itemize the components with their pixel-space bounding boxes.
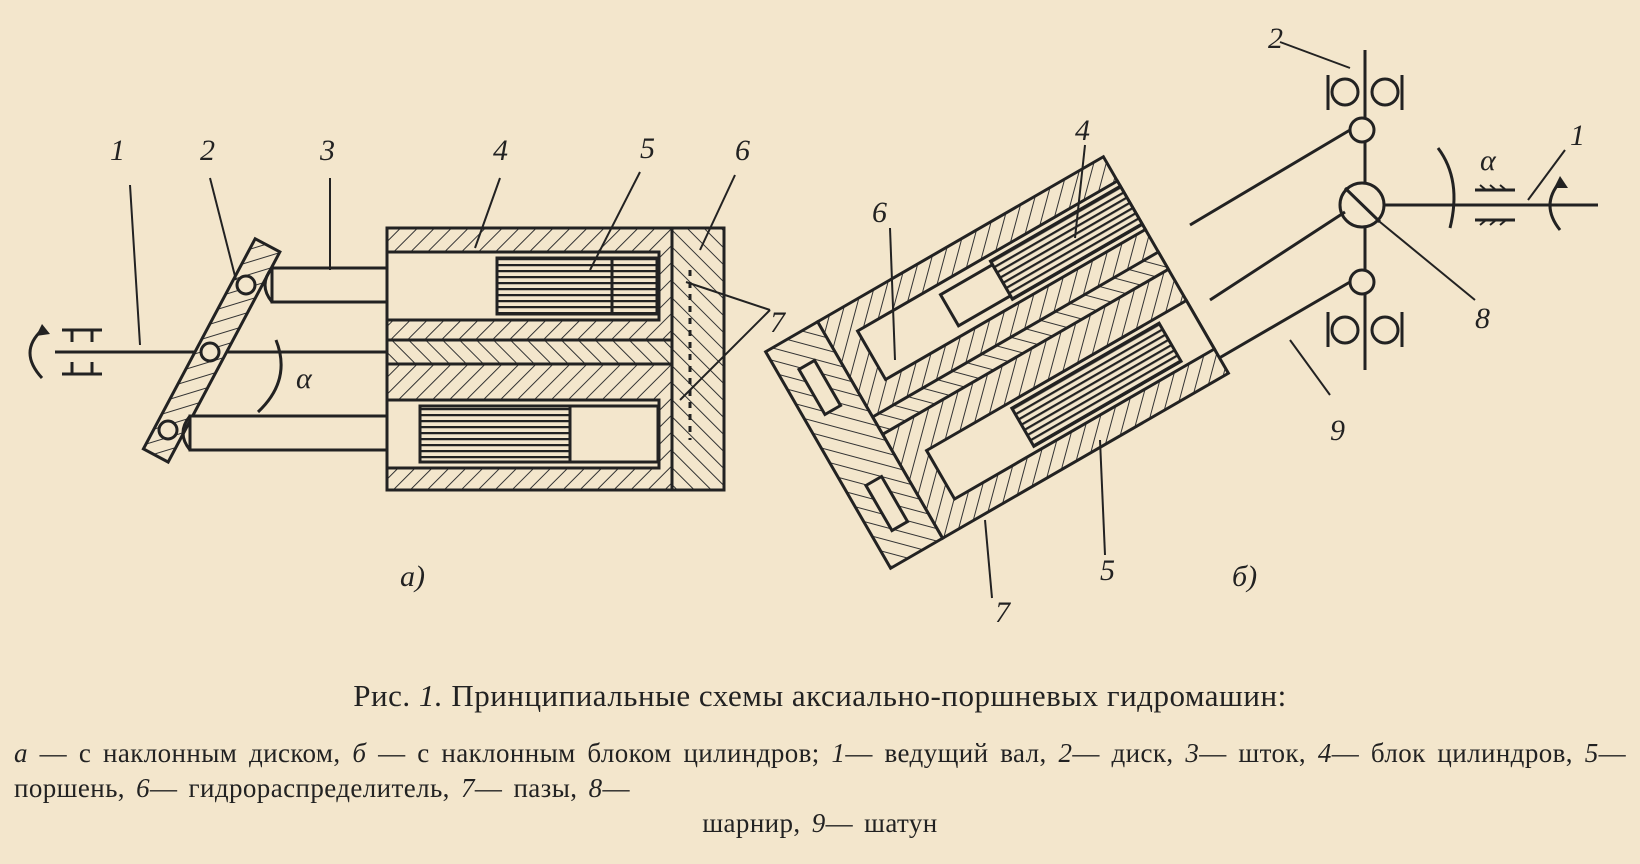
legend-key-4: 4 xyxy=(1317,738,1332,768)
callout-b-1: 1 xyxy=(1570,119,1585,152)
legend-text-2: — диск, xyxy=(1072,738,1186,768)
caption-number: 1. xyxy=(418,678,444,713)
legend-last-line: шарнир, 9— шатун xyxy=(14,806,1626,841)
alpha-a: α xyxy=(296,362,313,395)
legend-text-1: — ведущий вал, xyxy=(845,738,1059,768)
caption-title: Принципиальные схемы аксиально-поршневых… xyxy=(451,678,1287,713)
diagram-a xyxy=(28,171,771,492)
legend-text-3: — шток, xyxy=(1199,738,1318,768)
label-a: а) xyxy=(400,560,425,593)
rotation-arrow-a xyxy=(28,328,44,380)
legend-key-8: 8 xyxy=(588,773,603,803)
figure-legend: а — с наклонным диском, б — с наклонным … xyxy=(14,736,1626,841)
legend-key-b: б xyxy=(352,738,367,768)
bearings-top xyxy=(1326,75,1404,110)
caption-prefix: Рис. xyxy=(353,678,411,713)
legend-key-3: 3 xyxy=(1185,738,1200,768)
callout-b-6: 6 xyxy=(872,196,887,229)
legend-key-2: 2 xyxy=(1058,738,1073,768)
bearings-bottom xyxy=(1326,312,1404,347)
legend-text-8b: шарнир, xyxy=(702,808,812,838)
figure-caption: Рис. 1. Принципиальные схемы аксиально-п… xyxy=(0,678,1640,714)
callout-b-8: 8 xyxy=(1475,302,1490,335)
legend-key-5: 5 xyxy=(1584,738,1599,768)
legend-text-4: — блок цилиндров, xyxy=(1331,738,1585,768)
alpha-b: α xyxy=(1480,144,1497,177)
callout-a-7: 7 xyxy=(770,306,787,339)
piston-b-lower xyxy=(1009,321,1184,449)
callout-a-4: 4 xyxy=(493,134,508,167)
bearing-a xyxy=(62,328,102,376)
legend-key-7: 7 xyxy=(460,773,475,803)
legend-text-7: — пазы, xyxy=(474,773,589,803)
callout-b-7: 7 xyxy=(995,596,1012,629)
distributor-a xyxy=(670,226,726,492)
piston-lower xyxy=(418,404,572,464)
callout-b-2: 2 xyxy=(1268,22,1283,55)
legend-text-5: — поршень, xyxy=(14,738,1626,803)
legend-text-a: — с наклонным диском, xyxy=(27,738,353,768)
callout-a-3: 3 xyxy=(319,134,335,167)
legend-text-b: — с наклонным блоком цилиндров; xyxy=(366,738,832,768)
legend-text-6: — гидрораспределитель, xyxy=(150,773,461,803)
legend-key-a: а xyxy=(14,738,28,768)
label-b: б) xyxy=(1232,560,1257,593)
legend-key-9: 9 xyxy=(811,808,826,838)
callout-b-4: 4 xyxy=(1075,114,1090,147)
legend-text-8: — xyxy=(602,773,630,803)
callout-b-9: 9 xyxy=(1330,414,1345,447)
callout-b-5: 5 xyxy=(1100,554,1115,587)
schematic-drawing: 1 2 3 4 5 6 7 α а) 2 4 1 6 8 9 5 7 α б) xyxy=(28,22,1598,629)
legend-key-6: 6 xyxy=(136,773,150,803)
callout-a-6: 6 xyxy=(735,134,750,167)
legend-key-1: 1 xyxy=(831,738,846,768)
callout-a-1: 1 xyxy=(110,134,125,167)
diagram-b xyxy=(763,41,1598,599)
piston-upper xyxy=(495,256,659,316)
callout-a-5: 5 xyxy=(640,132,655,165)
rod-lower xyxy=(188,414,422,452)
legend-text-9: — шатун xyxy=(825,808,938,838)
callout-a-2: 2 xyxy=(200,134,215,167)
